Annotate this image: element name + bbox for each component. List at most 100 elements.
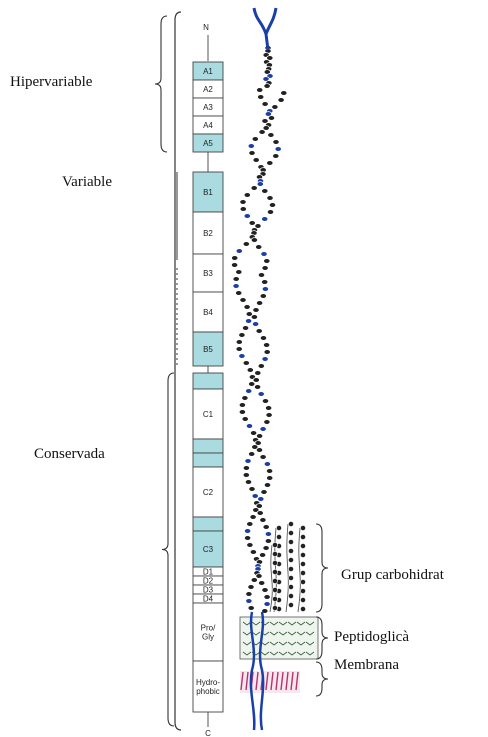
segment-label: D1 — [203, 568, 214, 577]
coil-bead — [240, 298, 246, 303]
coil-bead — [258, 364, 264, 369]
coil-bead — [264, 595, 270, 600]
carbohydrate-bead — [288, 557, 293, 562]
carbohydrate-bead — [300, 552, 305, 557]
coil-bead — [255, 371, 261, 376]
carbohydrate-bead — [288, 593, 293, 598]
carbohydrate-bead — [272, 578, 277, 583]
coil-bead — [244, 536, 250, 541]
segment-label: C1 — [203, 410, 214, 419]
coil-bead — [273, 154, 279, 159]
coil-bead — [250, 431, 256, 436]
coil-bead — [243, 242, 249, 247]
coil-bead — [243, 473, 249, 478]
coil-bead — [264, 462, 270, 467]
coil-bead — [233, 284, 239, 289]
segment-label: C3 — [203, 545, 214, 554]
carbohydrate-bead — [288, 575, 293, 580]
coil-bead — [249, 487, 255, 492]
carbohydrate-bead — [300, 534, 305, 539]
carbohydrate-bead — [272, 605, 277, 610]
coil-bead — [281, 91, 287, 96]
coil-bead — [244, 193, 250, 198]
coil-bead — [233, 277, 239, 282]
coil-bead — [260, 455, 266, 460]
coil-bead — [262, 217, 268, 222]
coil-bead — [247, 368, 253, 373]
carbohydrate-bead — [300, 579, 305, 584]
coil-bead — [244, 214, 250, 219]
segment-blank-12 — [193, 439, 223, 453]
segment-label: D2 — [203, 577, 214, 586]
carbohydrate-bead — [300, 543, 305, 548]
coil-bead — [236, 347, 242, 352]
carbohydrate-bead — [300, 597, 305, 602]
coil-bead — [264, 84, 270, 89]
coil-bead — [254, 385, 260, 390]
coil-bead — [232, 256, 238, 261]
coil-bead — [253, 308, 259, 313]
coil-bead — [240, 200, 246, 205]
left-border-bracket — [175, 12, 181, 730]
segment-label: C2 — [203, 488, 214, 497]
segment-label: A2 — [203, 85, 213, 94]
label-peptidoglycan: Peptidoglicà — [334, 629, 409, 645]
coil-bead — [263, 525, 269, 530]
coil-bead — [262, 588, 268, 593]
carbohydrate-bead — [272, 560, 277, 565]
coil-bead — [256, 448, 262, 453]
coil-bead — [268, 116, 274, 121]
carbohydrate-bead — [288, 548, 293, 553]
coil-bead — [253, 158, 259, 163]
coil-bead — [262, 189, 268, 194]
coil-bead — [251, 238, 257, 243]
coil-bead — [272, 105, 278, 110]
coil-bead — [262, 280, 268, 285]
carbohydrate-bead — [300, 561, 305, 566]
coil-bead — [247, 522, 253, 527]
coil-bead — [250, 515, 256, 520]
coil-bead — [258, 95, 264, 100]
coil-bead — [246, 424, 252, 429]
segment-label: A5 — [203, 139, 213, 148]
segment-label: phobic — [196, 687, 220, 696]
label-carbohydrate: Grup carbohidrat — [341, 567, 445, 583]
segment-blank-13 — [193, 453, 223, 467]
segment-label: B4 — [203, 308, 213, 317]
label-conserved: Conservada — [34, 446, 105, 462]
carbohydrate-bead — [288, 584, 293, 589]
carbohydrate-bead — [276, 534, 281, 539]
coil-bead — [257, 88, 263, 93]
coil-bead — [245, 480, 251, 485]
coil-bead — [252, 494, 258, 499]
coil-bead — [251, 315, 257, 320]
coil-bead — [245, 459, 251, 464]
coil-bead — [236, 340, 242, 345]
coil-bead — [248, 144, 254, 149]
carbohydrate-bead — [288, 566, 293, 571]
coil-bead — [245, 319, 251, 324]
coil-bead — [243, 361, 249, 366]
n-terminus-label: N — [203, 23, 209, 32]
coil-bead — [249, 382, 255, 387]
coil-bead — [264, 259, 270, 264]
coil-bead — [259, 553, 265, 558]
coil-bead — [256, 245, 262, 250]
fibre-tip — [254, 8, 276, 50]
coil-bead — [240, 207, 246, 212]
coil-bead — [239, 410, 245, 415]
membrane-layer — [240, 671, 300, 693]
coil-bead — [263, 343, 269, 348]
coil-bead — [267, 161, 273, 166]
segment-label: B1 — [203, 188, 213, 197]
coil-bead — [273, 140, 279, 145]
segment-label: D4 — [203, 595, 214, 604]
coil-bead — [257, 182, 263, 187]
coil-bead — [258, 273, 264, 278]
carbohydrate-bead — [272, 542, 277, 547]
coil-bead — [248, 606, 254, 611]
coil-bead — [246, 592, 252, 597]
c-terminus-label: C — [205, 729, 211, 737]
coil-bead — [262, 357, 268, 362]
